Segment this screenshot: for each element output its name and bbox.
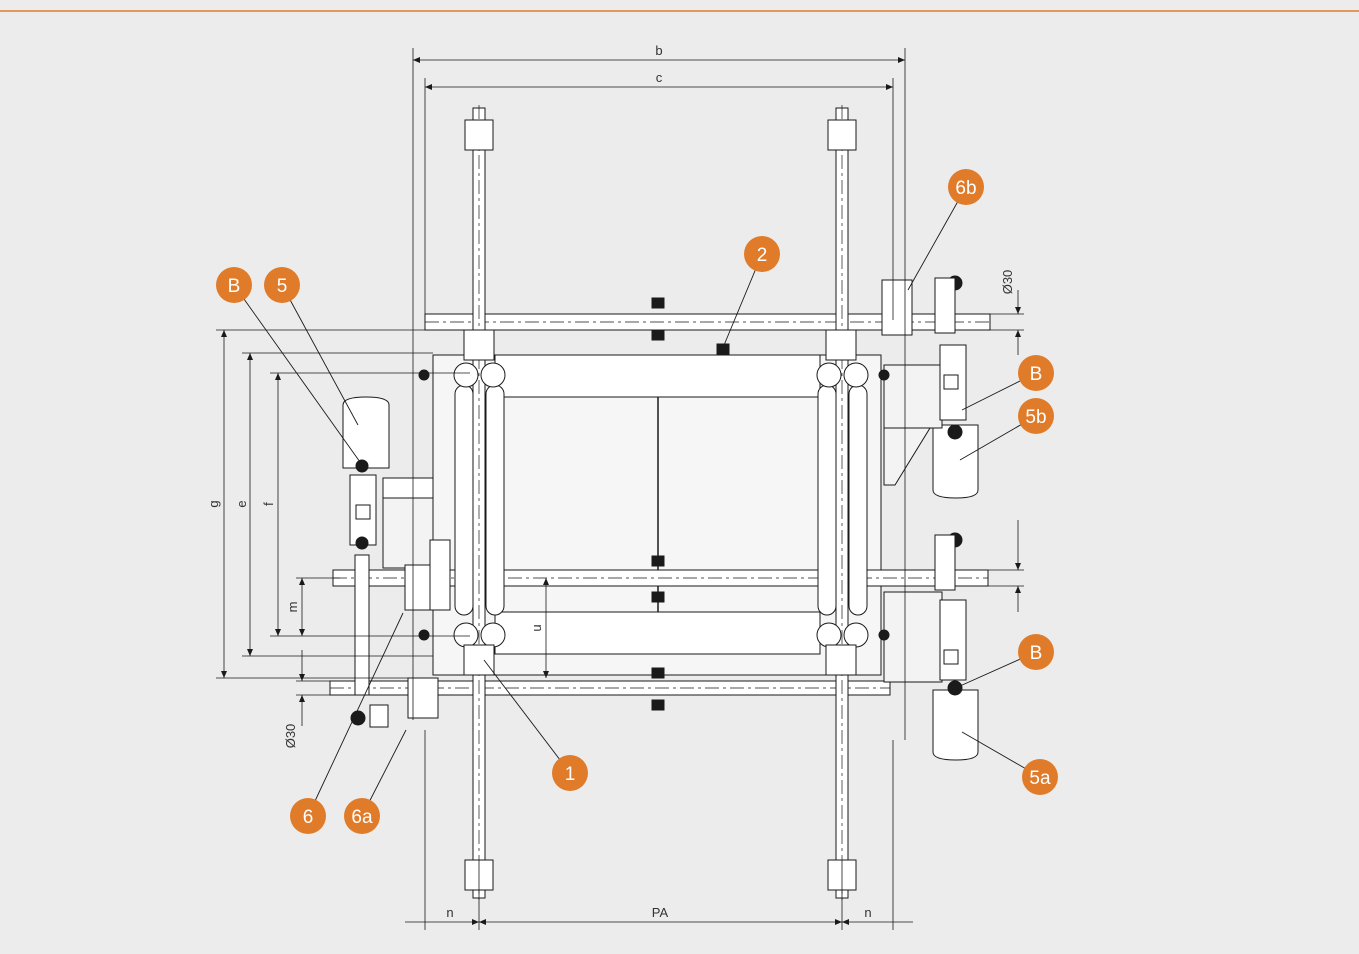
dim-g-label: g bbox=[206, 500, 221, 507]
callout-badges: 1 2 5 5a 5b 6 6a 6bB B B bbox=[216, 169, 1058, 834]
callout-label: 6b bbox=[955, 178, 976, 199]
callout-5: 5 bbox=[264, 267, 300, 303]
callout-label: 5a bbox=[1029, 768, 1051, 789]
callout-label: 5 bbox=[277, 276, 288, 297]
callout-circle bbox=[1018, 634, 1054, 670]
dim-m-label: m bbox=[285, 602, 300, 613]
callout-label: 2 bbox=[757, 245, 768, 266]
callout-circle bbox=[216, 267, 252, 303]
callout-circle bbox=[1018, 355, 1054, 391]
callout-5b: 5b bbox=[1018, 398, 1054, 434]
callout-label: B bbox=[1030, 643, 1043, 664]
callout-B-left: B bbox=[216, 267, 252, 303]
callout-circle bbox=[290, 798, 326, 834]
dim-u-label: u bbox=[529, 624, 544, 631]
callout-6a: 6a bbox=[344, 798, 380, 834]
dim-pa-label: PA bbox=[652, 905, 669, 920]
right-upper-drive-assembly bbox=[881, 275, 979, 499]
callout-label: 6a bbox=[351, 807, 373, 828]
dim-c-label: c bbox=[656, 70, 663, 85]
dim-dia-top-right-label: Ø30 bbox=[1000, 270, 1015, 295]
callout-circle bbox=[1018, 398, 1054, 434]
callout-1: 1 bbox=[552, 755, 588, 791]
callout-B-right-lower: B bbox=[1018, 634, 1054, 670]
dim-n-left-label: n bbox=[446, 905, 453, 920]
dimension-labels: b c n PA n g e f m u Ø30 Ø30 bbox=[206, 43, 1015, 920]
callout-label: 5b bbox=[1025, 407, 1046, 428]
dimension-lines bbox=[216, 48, 1024, 930]
shaft-bolts bbox=[418, 297, 890, 711]
callout-label: B bbox=[228, 276, 241, 297]
callout-circle bbox=[948, 169, 984, 205]
callout-circle bbox=[744, 236, 780, 272]
dim-b-label: b bbox=[655, 43, 662, 58]
insulator-columns bbox=[453, 329, 869, 676]
dim-n-right-label: n bbox=[864, 905, 871, 920]
callout-2: 2 bbox=[744, 236, 780, 272]
callout-circle bbox=[264, 267, 300, 303]
callout-circle bbox=[552, 755, 588, 791]
right-lower-drive-assembly bbox=[883, 532, 979, 761]
dim-e-label: e bbox=[234, 500, 249, 507]
callout-label: 6 bbox=[303, 807, 314, 828]
drawing-body bbox=[329, 105, 991, 900]
callout-6: 6 bbox=[290, 798, 326, 834]
dim-dia-bottom-left-label: Ø30 bbox=[283, 724, 298, 749]
callout-circle bbox=[344, 798, 380, 834]
callout-5a: 5a bbox=[1022, 759, 1058, 795]
callout-6b: 6b bbox=[948, 169, 984, 205]
callout-label: 1 bbox=[565, 764, 576, 785]
frame-outline bbox=[432, 354, 882, 676]
callout-B-right-upper: B bbox=[1018, 355, 1054, 391]
callout-label: B bbox=[1030, 364, 1043, 385]
callout-circle bbox=[1022, 759, 1058, 795]
dim-f-label: f bbox=[261, 502, 276, 506]
